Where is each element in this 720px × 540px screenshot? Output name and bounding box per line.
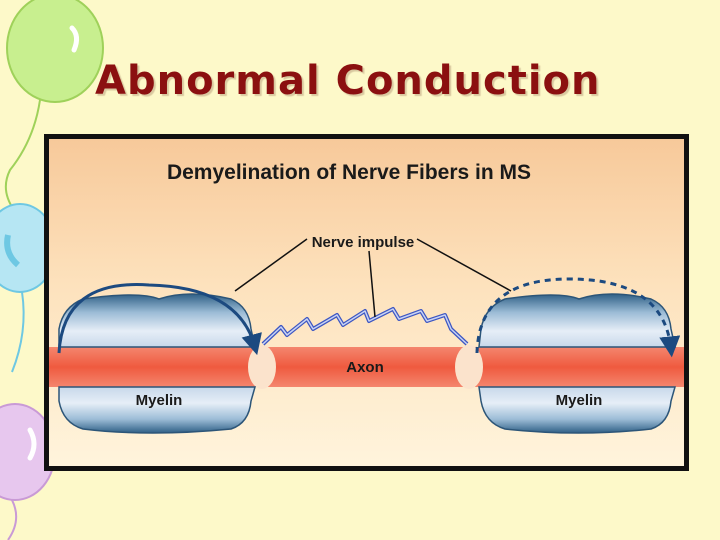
myelin-left bbox=[58, 293, 256, 434]
figure-canvas: Demyelination of Nerve Fibers in MS Nerv… bbox=[49, 139, 684, 466]
nerve-impulse-label: Nerve impulse bbox=[312, 234, 415, 251]
myelin-right bbox=[478, 293, 676, 434]
slide-title: Abnormal Conduction bbox=[95, 58, 601, 104]
pointer-line-right bbox=[416, 238, 512, 292]
impulse-arrow-dashed bbox=[475, 277, 681, 358]
green-balloon-icon bbox=[4, 0, 104, 211]
node-left bbox=[248, 345, 276, 389]
axon-label: Axon bbox=[346, 359, 384, 376]
myelin-left-label: Myelin bbox=[136, 392, 183, 409]
axon-band bbox=[49, 347, 684, 387]
figure-heading: Demyelination of Nerve Fibers in MS bbox=[167, 161, 531, 184]
pointer-line-center bbox=[368, 250, 376, 318]
impulse-arrow-solid bbox=[57, 283, 262, 356]
pointer-line-left bbox=[234, 238, 308, 292]
demyelination-figure: Demyelination of Nerve Fibers in MS Nerv… bbox=[44, 134, 689, 471]
node-right bbox=[455, 345, 483, 389]
myelin-right-label: Myelin bbox=[556, 392, 603, 409]
